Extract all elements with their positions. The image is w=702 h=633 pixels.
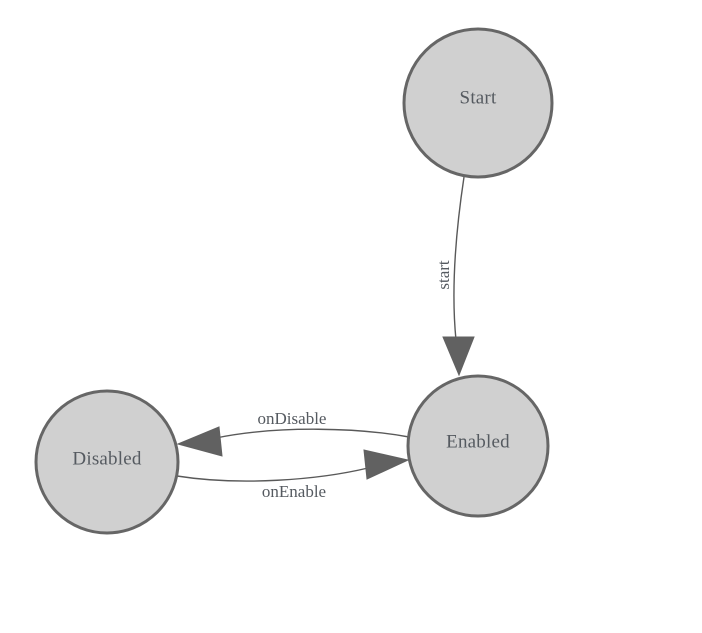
node-enabled-label: Enabled <box>446 431 510 452</box>
node-disabled-circle[interactable] <box>34 389 180 535</box>
node-start-circle[interactable] <box>402 27 554 179</box>
arrowhead-icon-disabled-to-enabled <box>363 449 410 480</box>
edge-label-ondisable: onDisable <box>258 409 327 428</box>
node-enabled[interactable]: Enabled <box>406 374 550 518</box>
edge-label-onenable: onEnable <box>262 482 326 501</box>
edge-start-to-enabled[interactable]: start <box>434 176 475 377</box>
node-start-label: Start <box>460 87 497 108</box>
node-start[interactable]: Start <box>402 27 554 179</box>
edge-path-start-to-enabled <box>453 176 465 341</box>
edge-path-enabled-to-disabled <box>215 428 410 439</box>
edge-disabled-to-enabled[interactable]: onEnable <box>176 449 410 501</box>
node-disabled-label: Disabled <box>72 448 141 469</box>
edge-path-disabled-to-enabled <box>176 467 369 482</box>
arrowhead-icon-enabled-to-disabled <box>176 426 223 457</box>
node-disabled[interactable]: Disabled <box>34 389 180 535</box>
arrowhead-icon-start-to-enabled <box>442 336 475 377</box>
edge-enabled-to-disabled[interactable]: onDisable <box>176 409 410 457</box>
edge-label-start: start <box>434 260 453 290</box>
node-enabled-circle[interactable] <box>406 374 550 518</box>
